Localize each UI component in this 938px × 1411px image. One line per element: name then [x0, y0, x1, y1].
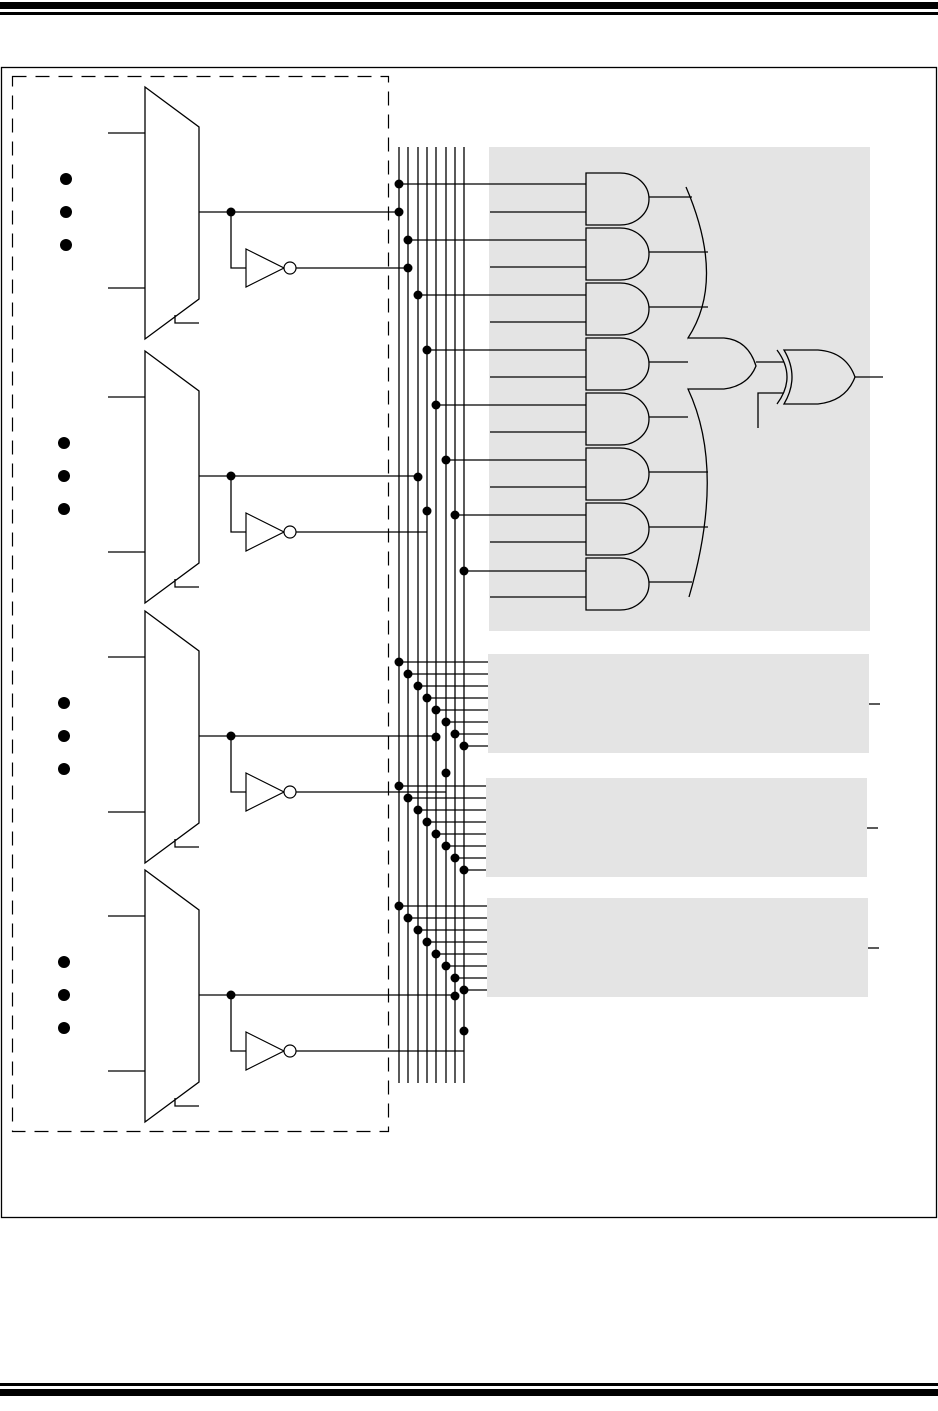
bus-tap-dot: [414, 291, 423, 300]
footer-rule-thin: [0, 1383, 938, 1386]
bus-source-dot: [414, 473, 423, 482]
ellipsis-dot: [60, 239, 72, 251]
bus-tap-dot: [442, 718, 451, 727]
bus-tap-dot: [460, 986, 469, 995]
bus-tap-dot: [432, 401, 441, 410]
ellipsis-dot: [58, 437, 70, 449]
bus-source-dot: [432, 733, 441, 742]
bus-tap-dot: [442, 842, 451, 851]
bus-tap-dot: [423, 818, 432, 827]
mux-select-line: [175, 579, 199, 587]
and-gate-body: [586, 173, 649, 225]
collapsed-logic-block-4: [487, 898, 868, 997]
bus-tap-dot: [414, 926, 423, 935]
bus-tap-dot: [451, 730, 460, 739]
ellipsis-dot: [58, 956, 70, 968]
inverter-feed: [231, 476, 246, 532]
bus-tap-dot: [451, 974, 460, 983]
and-gate-body: [586, 503, 649, 555]
mux-select-line: [175, 1098, 199, 1106]
mux-body: [145, 351, 199, 603]
inverter-triangle: [246, 249, 284, 287]
bus-tap-dot: [414, 806, 423, 815]
mux-body: [145, 87, 199, 339]
mux-3: [58, 611, 446, 863]
inverter-feed: [231, 995, 246, 1051]
mux-select-line: [175, 839, 199, 847]
and-gate-body: [586, 338, 649, 390]
ellipsis-dot: [58, 763, 70, 775]
bus-tap-dot: [451, 511, 460, 520]
multiplexer-group: [58, 87, 464, 1122]
inverter-bubble: [284, 262, 296, 274]
bus-source-dot: [460, 1027, 469, 1036]
bus-tap-dot: [395, 902, 404, 911]
ellipsis-dot: [58, 697, 70, 709]
bus-tap-dot: [460, 567, 469, 576]
bus-source-dot: [404, 264, 413, 273]
bus-source-dot: [395, 208, 404, 217]
footer-rule-thick: [0, 1389, 938, 1396]
bus-tap-dot: [442, 962, 451, 971]
ellipsis-dot: [60, 206, 72, 218]
bus-tap-dot: [451, 854, 460, 863]
collapsed-logic-block-3: [486, 778, 867, 877]
bus-tap-dot: [432, 830, 441, 839]
bus-source-dot: [423, 507, 432, 516]
bus-tap-dot: [432, 950, 441, 959]
inverter-triangle: [246, 1032, 284, 1070]
bus-tap-dot: [460, 742, 469, 751]
bus-tap-dot: [432, 706, 441, 715]
mux-body: [145, 611, 199, 863]
ellipsis-dot: [58, 503, 70, 515]
ellipsis-dot: [58, 730, 70, 742]
ellipsis-dot: [58, 1022, 70, 1034]
and-gate-body: [586, 228, 649, 280]
bus-tap-dot: [395, 782, 404, 791]
collapsed-logic-block-2: [488, 654, 869, 753]
mux-select-line: [175, 315, 199, 323]
bus-tap-dot: [423, 346, 432, 355]
bus-tap-dot: [423, 694, 432, 703]
inverter-bubble: [284, 526, 296, 538]
mux-1: [60, 87, 408, 339]
ellipsis-dot: [58, 989, 70, 1001]
bus-tap-dot: [404, 794, 413, 803]
bus-tap-dot: [404, 914, 413, 923]
and-gate-body: [586, 393, 649, 445]
inverter-bubble: [284, 1045, 296, 1057]
bus-tap-dot: [460, 866, 469, 875]
bus-source-dot: [442, 769, 451, 778]
inverter-triangle: [246, 773, 284, 811]
mux-body: [145, 870, 199, 1122]
mux-2: [58, 351, 427, 603]
bus-tap-dot: [414, 682, 423, 691]
bus-tap-dot: [395, 658, 404, 667]
and-gate-body: [586, 448, 649, 500]
bus-tap-dot: [404, 670, 413, 679]
and-gate-body: [586, 283, 649, 335]
and-gate-body: [586, 558, 649, 610]
bus-tap-dot: [442, 456, 451, 465]
ellipsis-dot: [60, 173, 72, 185]
inverter-bubble: [284, 786, 296, 798]
bus-source-dot: [451, 992, 460, 1001]
inverter-feed: [231, 736, 246, 792]
input-select-region: [13, 77, 389, 1132]
bus-tap-dot: [423, 938, 432, 947]
bus-tap-dot: [395, 180, 404, 189]
ellipsis-dot: [58, 470, 70, 482]
inverter-feed: [231, 212, 246, 268]
bus-tap-dot: [404, 236, 413, 245]
inverter-triangle: [246, 513, 284, 551]
